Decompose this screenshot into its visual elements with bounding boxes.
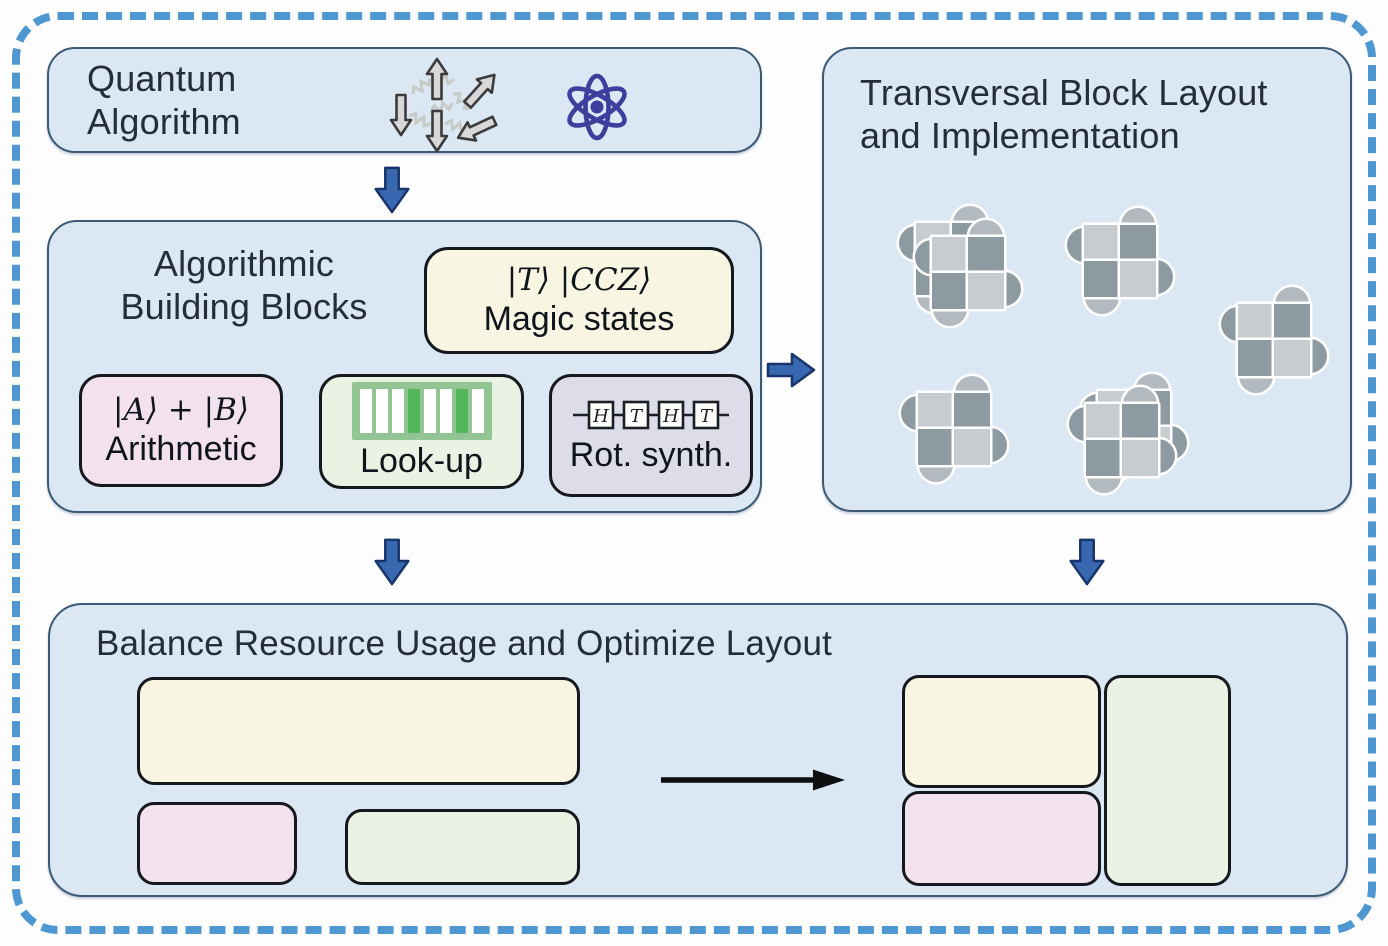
- magic-states-formula: |T⟩ |CCZ⟩: [506, 262, 652, 298]
- gate-h2-label: H: [662, 406, 679, 427]
- building-blocks-title-line2: Building Blocks: [120, 286, 368, 328]
- down-arrow-algorithm-to-blocks: [374, 166, 410, 214]
- optimized-block-cream: [902, 675, 1101, 788]
- transversal-title-line2: and Implementation: [860, 115, 1180, 157]
- arithmetic-chip: |A⟩ + |B⟩ Arithmetic: [79, 374, 283, 487]
- arithmetic-label: Arithmetic: [105, 430, 257, 468]
- right-arrow-blocks-to-layout: [766, 352, 816, 388]
- atom-icon: [567, 73, 627, 141]
- surface-code-patches: [824, 49, 1354, 514]
- resource-block-small-pink: [137, 802, 297, 885]
- lookup-chip: Look-up: [319, 374, 524, 489]
- magic-states-label: Magic states: [483, 300, 675, 338]
- quantum-algorithm-title-line1: Quantum: [87, 57, 237, 99]
- down-arrow-layout-to-balance: [1069, 538, 1105, 586]
- optimized-block-tall-green: [1104, 675, 1231, 886]
- building-blocks-title: Algorithmic Building Blocks: [94, 242, 394, 328]
- quantum-algorithm-title: Quantum Algorithm: [87, 57, 241, 143]
- transversal-title-line1: Transversal Block Layout: [860, 72, 1268, 113]
- code-patch-stacked-bottom-middle: [1069, 374, 1187, 493]
- resource-block-medium-green: [345, 809, 580, 885]
- balance-panel: Balance Resource Usage and Optimize Layo…: [48, 603, 1348, 897]
- code-patch-top-middle: [1067, 208, 1173, 314]
- arithmetic-formula: |A⟩ + |B⟩: [113, 392, 249, 428]
- gate-h1-label: H: [592, 406, 609, 427]
- optimize-arrow: [661, 769, 845, 791]
- gate-t2-label: T: [700, 406, 714, 427]
- down-arrow-blocks-to-balance: [374, 538, 410, 586]
- gate-t1-label: T: [630, 406, 644, 427]
- transversal-title: Transversal Block Layout and Implementat…: [860, 71, 1268, 157]
- lookup-table-icon: [351, 382, 492, 440]
- magic-states-chip: |T⟩ |CCZ⟩ Magic states: [424, 247, 734, 354]
- building-blocks-title-line1: Algorithmic: [153, 243, 335, 284]
- transversal-layout-panel: Transversal Block Layout and Implementat…: [822, 47, 1352, 512]
- optimized-block-pink: [902, 791, 1101, 886]
- balance-title: Balance Resource Usage and Optimize Layo…: [96, 624, 833, 663]
- lookup-label: Look-up: [360, 442, 483, 480]
- resource-block-wide-cream: [137, 677, 580, 785]
- gate-circuit-icon: H T H T: [573, 400, 729, 430]
- building-blocks-panel: Algorithmic Building Blocks |T⟩ |CCZ⟩ Ma…: [47, 220, 762, 513]
- interacting-spins-icon: [389, 57, 504, 153]
- rot-synth-chip: H T H T Rot. synth.: [549, 374, 753, 497]
- rot-synth-label: Rot. synth.: [569, 436, 733, 474]
- quantum-algorithm-panel: Quantum Algorithm: [47, 47, 762, 153]
- code-patch-stacked-top-left: [899, 206, 1021, 326]
- quantum-algorithm-title-line2: Algorithm: [87, 101, 241, 142]
- code-patch-right: [1221, 287, 1327, 393]
- code-patch-bottom-left: [901, 376, 1007, 482]
